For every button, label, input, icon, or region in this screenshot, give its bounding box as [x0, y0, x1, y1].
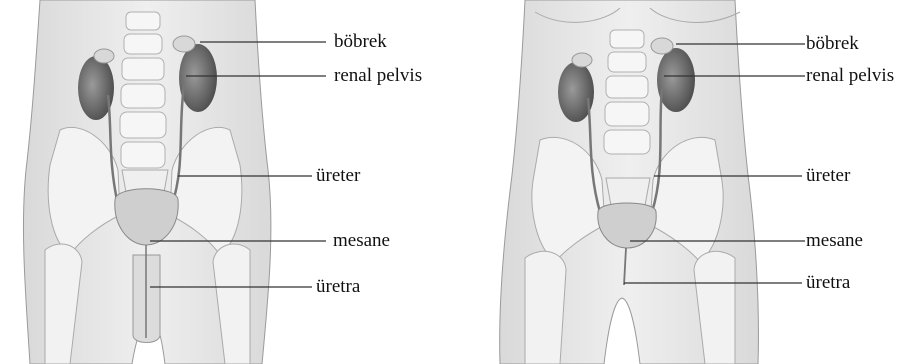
male-figure	[23, 0, 270, 364]
male-spine	[120, 12, 166, 168]
female-left-adrenal	[572, 53, 592, 67]
male-right-kidney	[179, 44, 217, 112]
female-left-femur	[525, 251, 566, 364]
male-right-adrenal	[173, 36, 195, 52]
female-urethra-label: üretra	[806, 273, 850, 293]
female-ureter-label: üreter	[806, 166, 850, 186]
male-renal-pelvis-label: renal pelvis	[334, 66, 422, 86]
female-renal-pelvis-label: renal pelvis	[806, 66, 894, 86]
male-ureter-label: üreter	[316, 166, 360, 186]
male-bladder-label: mesane	[333, 231, 390, 251]
male-urethra-label: üretra	[316, 277, 360, 297]
male-left-adrenal	[94, 49, 114, 63]
male-kidney-label: böbrek	[334, 32, 387, 52]
female-right-kidney	[657, 48, 695, 112]
female-kidney-label: böbrek	[806, 34, 859, 54]
female-figure	[500, 0, 759, 364]
female-right-adrenal	[651, 38, 673, 54]
female-bladder-label: mesane	[806, 231, 863, 251]
